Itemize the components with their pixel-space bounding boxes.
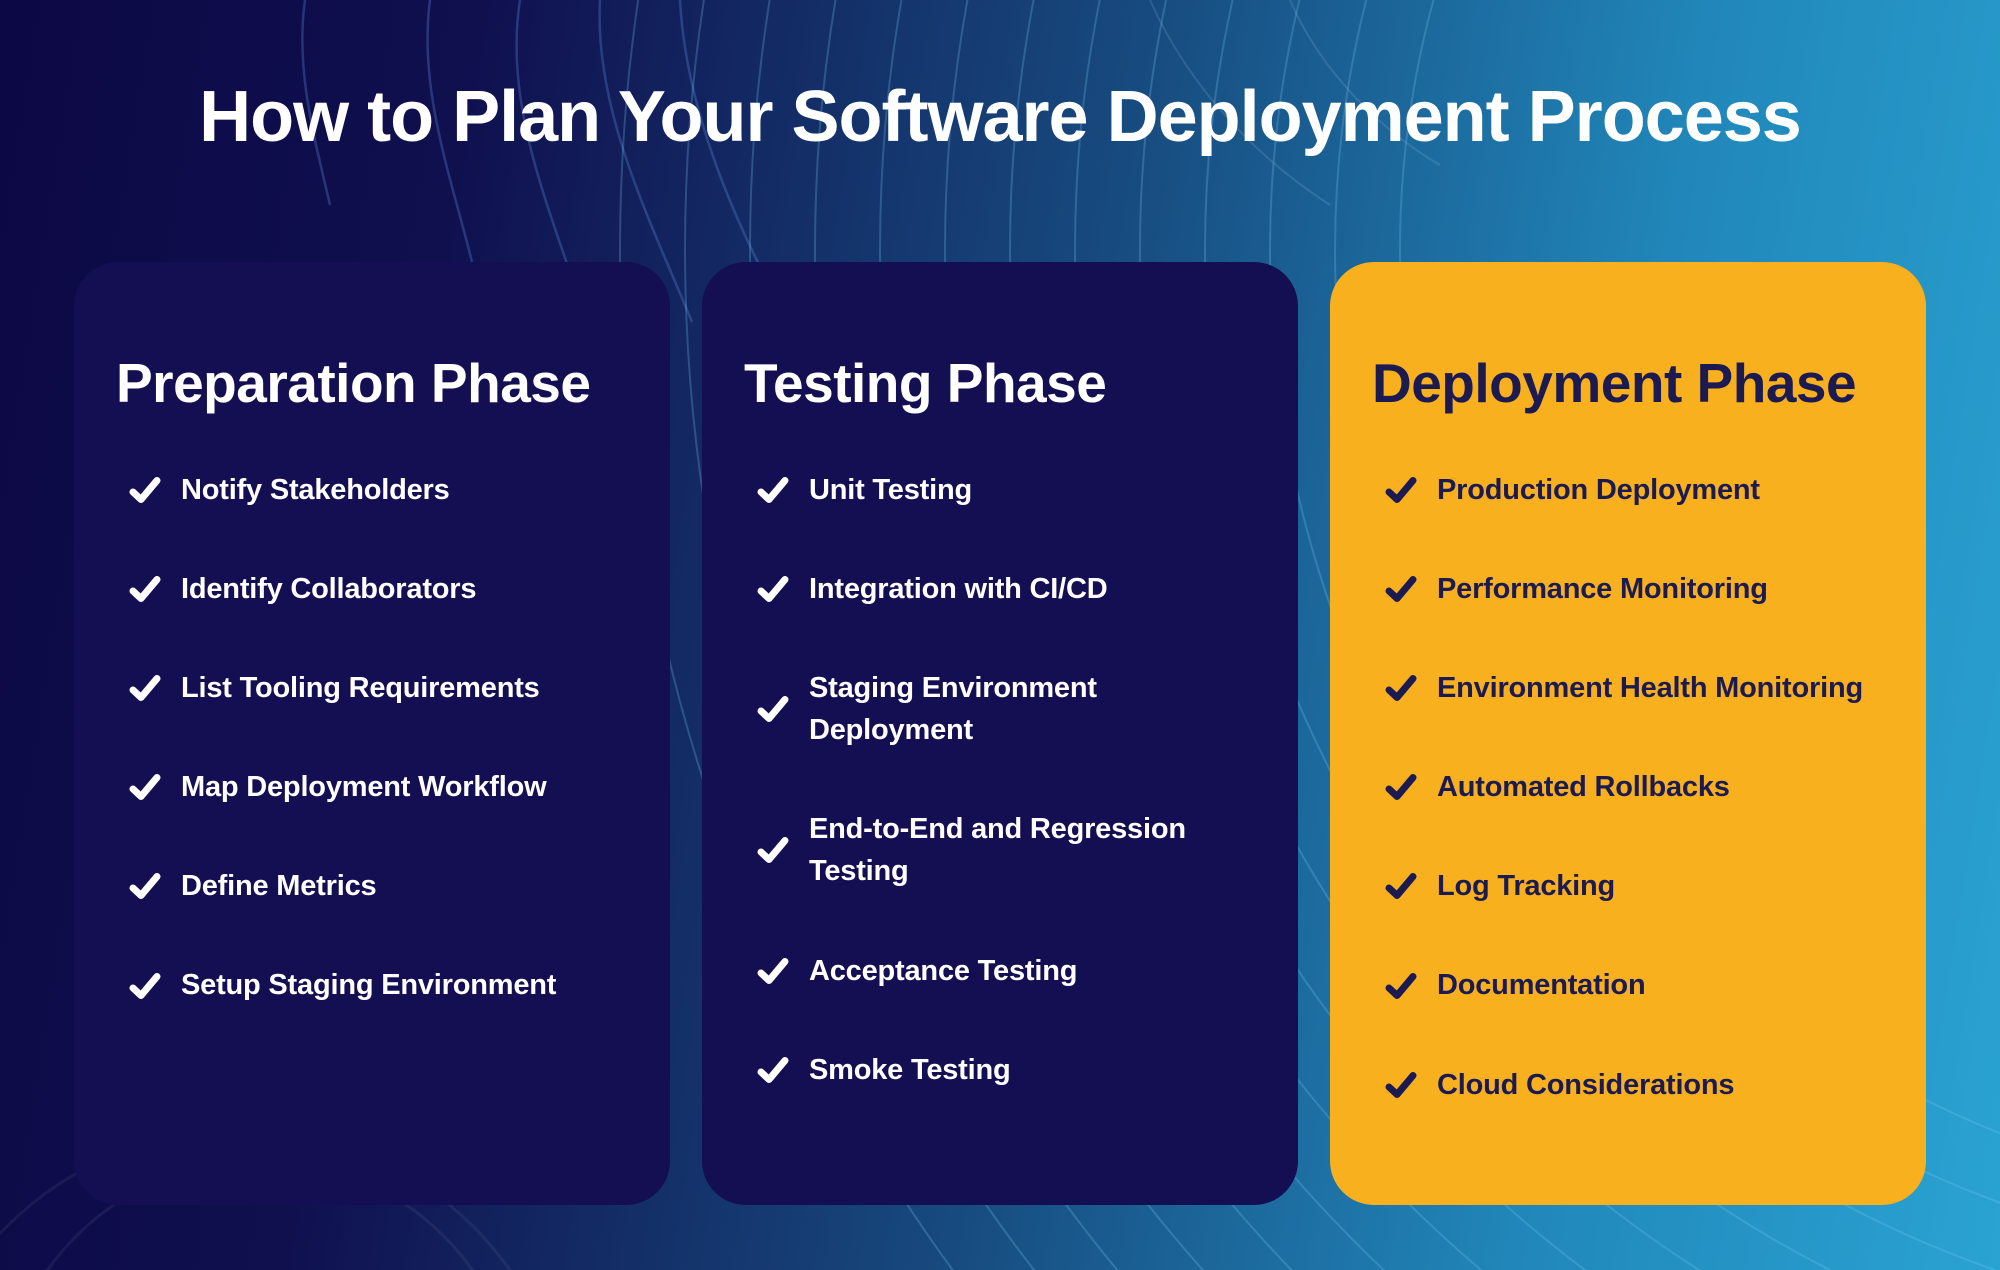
check-icon — [1384, 671, 1418, 705]
check-icon — [128, 671, 162, 705]
check-icon — [128, 969, 162, 1003]
checklist-item-label: Documentation — [1437, 969, 1646, 1002]
checklist-item-label: Environment Health Monitoring — [1437, 672, 1863, 705]
checklist-item: Unit Testing — [756, 469, 1260, 511]
page-title: How to Plan Your Software Deployment Pro… — [199, 77, 1802, 157]
check-icon — [1384, 770, 1418, 804]
checklist-item-label: Integration with CI/CD — [809, 573, 1108, 606]
checklist-item: Environment Health Monitoring — [1384, 667, 1888, 709]
check-icon — [1384, 869, 1418, 903]
check-icon — [756, 572, 790, 606]
check-icon — [756, 954, 790, 988]
checklist-item-label: Acceptance Testing — [809, 954, 1078, 987]
checklist-item: Acceptance Testing — [756, 950, 1260, 992]
check-icon — [756, 473, 790, 507]
checklist-item: Production Deployment — [1384, 469, 1888, 511]
checklist-item: Smoke Testing — [756, 1049, 1260, 1091]
checklist-item: List Tooling Requirements — [128, 667, 632, 709]
card-heading-deployment: Deployment Phase — [1372, 352, 1857, 414]
checklist-item-label: Identify Collaborators — [181, 573, 477, 606]
checklist-item: Staging Environment Deployment — [756, 667, 1260, 751]
checklist-item-label: Unit Testing — [809, 474, 972, 507]
checklist-item: Automated Rollbacks — [1384, 766, 1888, 808]
checklist-item: Cloud Considerations — [1384, 1064, 1888, 1106]
checklist-item-label: Cloud Considerations — [1437, 1068, 1735, 1101]
card-heading-preparation: Preparation Phase — [116, 352, 591, 414]
checklist-item: Setup Staging Environment — [128, 964, 632, 1006]
checklist-item-label: Automated Rollbacks — [1437, 771, 1730, 804]
check-icon — [128, 473, 162, 507]
check-icon — [756, 692, 790, 726]
check-icon — [1384, 969, 1418, 1003]
checklist-item-label: Production Deployment — [1437, 474, 1760, 507]
checklist-item-label: Log Tracking — [1437, 870, 1616, 903]
checklist-item: Integration with CI/CD — [756, 568, 1260, 610]
checklist-item-label: End-to-End and Regression Testing — [809, 813, 1186, 888]
checklist-item: Define Metrics — [128, 865, 632, 907]
checklist-item: End-to-End and Regression Testing — [756, 808, 1260, 892]
check-icon — [756, 1053, 790, 1087]
checklist-item: Performance Monitoring — [1384, 568, 1888, 610]
card-heading-testing: Testing Phase — [744, 352, 1107, 414]
checklist-item-label: Notify Stakeholders — [181, 474, 450, 507]
checklist-item: Identify Collaborators — [128, 568, 632, 610]
checklist-item-label: Define Metrics — [181, 870, 377, 903]
check-icon — [1384, 572, 1418, 606]
check-icon — [128, 869, 162, 903]
check-icon — [1384, 473, 1418, 507]
check-icon — [1384, 1068, 1418, 1102]
checklist-item: Map Deployment Workflow — [128, 766, 632, 808]
checklist-item: Notify Stakeholders — [128, 469, 632, 511]
checklist-item-label: Performance Monitoring — [1437, 573, 1768, 606]
checklist-item-label: Staging Environment Deployment — [809, 672, 1097, 747]
check-icon — [128, 770, 162, 804]
checklist-item: Documentation — [1384, 964, 1888, 1006]
checklist-item-label: Setup Staging Environment — [181, 969, 557, 1002]
checklist-item-label: List Tooling Requirements — [181, 672, 540, 705]
checklist-item-label: Smoke Testing — [809, 1053, 1011, 1086]
check-icon — [756, 833, 790, 867]
checklist-item-label: Map Deployment Workflow — [181, 771, 547, 804]
check-icon — [128, 572, 162, 606]
checklist-item: Log Tracking — [1384, 865, 1888, 907]
